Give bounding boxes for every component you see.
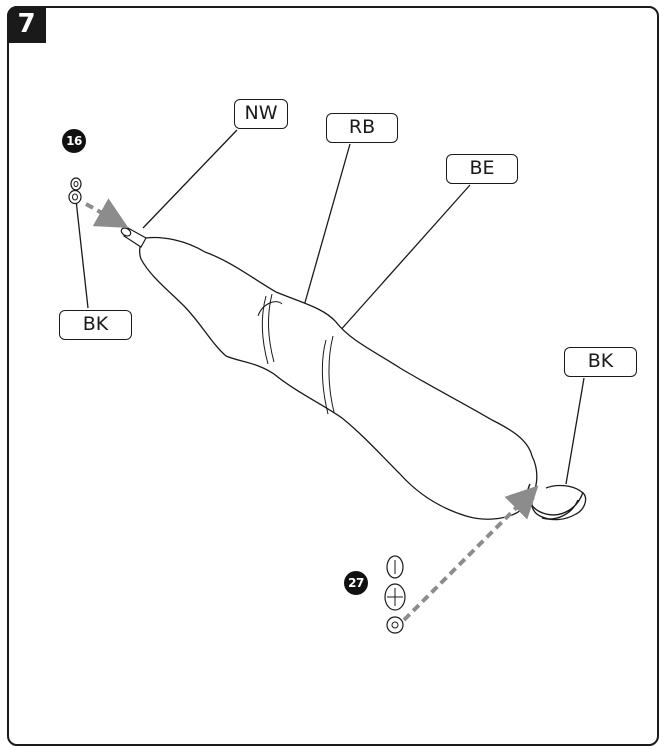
assembly-arrow-washers (85, 198, 129, 228)
assembly-arrow-chain (402, 485, 539, 622)
leader-line-bk-left (75, 199, 89, 309)
label-rb: RB (326, 113, 398, 143)
chain-piece (384, 555, 406, 634)
part-body (139, 236, 538, 520)
washer-1-hole (73, 181, 79, 187)
washer-2 (68, 189, 82, 205)
step-number: 7 (17, 9, 36, 39)
washer-1 (70, 177, 82, 191)
body-ring (257, 301, 283, 317)
washer-2-hole (72, 193, 78, 201)
step-badge: 7 (7, 6, 46, 43)
body-seam-3 (321, 339, 329, 415)
label-nw: NW (234, 99, 288, 129)
label-bk-left: BK (59, 310, 132, 340)
leader-line-nw (142, 129, 238, 229)
chain-ring (386, 616, 404, 634)
body-seam-1 (261, 295, 269, 365)
leader-line-be (337, 184, 471, 334)
body-seam-2 (267, 293, 275, 363)
label-be: BE (446, 154, 518, 184)
leader-line-bk-right (565, 377, 585, 485)
label-bk-right: BK (564, 347, 637, 377)
part-number-27: 27 (344, 571, 368, 595)
leader-line-rb (303, 143, 351, 307)
chain-ring-hole (391, 621, 399, 629)
neck-pin-tip (120, 227, 132, 237)
washer-group (68, 177, 82, 205)
part-number-16: 16 (62, 129, 86, 153)
body-seam-4 (328, 335, 335, 413)
